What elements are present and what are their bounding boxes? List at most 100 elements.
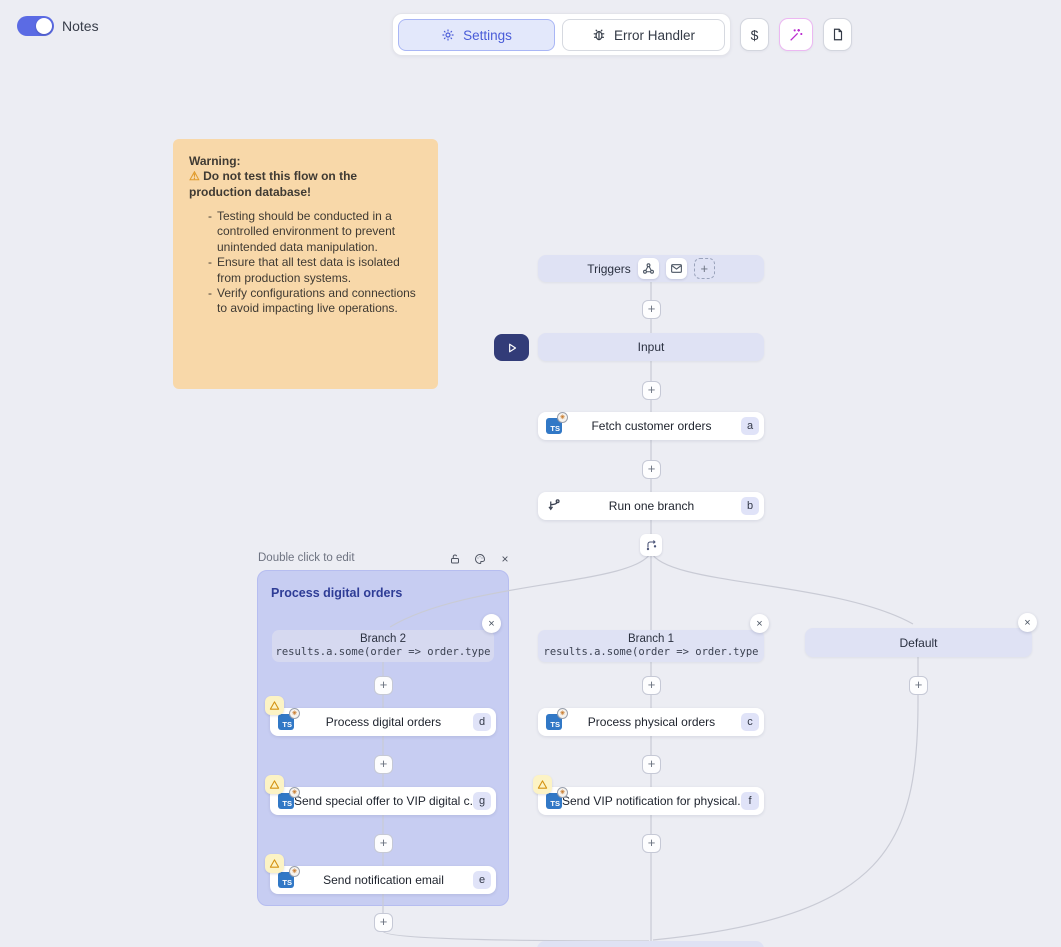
group-edit-hint: Double click to edit <box>258 552 355 564</box>
group-color-button[interactable] <box>472 551 488 567</box>
branch2-close-button[interactable]: × <box>482 614 501 633</box>
plus-icon: + <box>379 914 388 929</box>
add-step-button[interactable]: + <box>642 834 661 853</box>
group-close-button[interactable]: × <box>497 551 513 567</box>
warning-triangle-badge[interactable] <box>265 696 284 715</box>
close-icon: × <box>756 617 763 630</box>
task-label: Send VIP notification for physical... <box>562 794 741 808</box>
warning-triangle-icon <box>269 859 280 868</box>
wand-button[interactable] <box>779 18 813 51</box>
warning-sticky-note[interactable]: Warning: ⚠ Do not test this flow on the … <box>173 139 438 389</box>
plus-icon: + <box>647 677 656 692</box>
add-trigger-button[interactable]: + <box>693 258 715 279</box>
error-handler-label: Error Handler <box>613 27 696 43</box>
task-node-fetch-customer-orders[interactable]: TS ✳ Fetch customer orders a <box>538 412 764 440</box>
webhook-trigger-button[interactable] <box>637 258 659 279</box>
bullet-text: Ensure that all test data is isolated fr… <box>217 255 400 285</box>
group-process-digital-orders[interactable] <box>257 570 509 906</box>
branch1-close-button[interactable]: × <box>750 614 769 633</box>
add-step-button[interactable]: + <box>642 676 661 695</box>
bullet-text: Verify configurations and connections to… <box>217 285 416 316</box>
bullet-dash: - <box>208 285 212 300</box>
lock-icon <box>451 554 459 564</box>
task-label: Run one branch <box>608 499 695 513</box>
bullet-dash: - <box>208 255 212 270</box>
add-step-button[interactable]: + <box>374 676 393 695</box>
triggers-label: Triggers <box>587 261 631 276</box>
default-close-button[interactable]: × <box>1018 613 1037 632</box>
bug-icon <box>593 29 605 41</box>
plus-icon: + <box>700 261 709 276</box>
branch2-node[interactable]: Branch 2 results.a.some(order => order.t… <box>272 630 494 662</box>
merge-node-partial[interactable] <box>537 941 764 947</box>
warning-triangle-badge[interactable] <box>265 775 284 794</box>
settings-label: Settings <box>463 27 512 43</box>
task-label: Process physical orders <box>587 715 716 729</box>
palette-icon <box>475 553 486 565</box>
branch-split-button[interactable] <box>640 534 662 556</box>
input-node[interactable]: Input <box>538 333 764 361</box>
ts-label: TS <box>282 878 292 887</box>
task-node-send-notification-email[interactable]: TS ✳ Send notification email e <box>265 854 496 894</box>
triggers-node[interactable]: Triggers + <box>538 255 764 282</box>
warning-triangle-icon <box>269 701 280 710</box>
branch-title: Branch 1 <box>627 633 675 645</box>
document-button[interactable] <box>823 18 852 51</box>
warning-triangle-badge[interactable] <box>265 854 284 873</box>
branch1-node[interactable]: Branch 1 results.a.some(order => order.t… <box>538 630 764 662</box>
group-title: Process digital orders <box>271 586 403 600</box>
ts-runtime-badge-icon: ✳ <box>289 787 300 798</box>
webhook-icon <box>642 263 654 274</box>
default-branch-node[interactable]: Default <box>805 628 1032 657</box>
warning-triangle-icon <box>269 780 280 789</box>
add-step-button[interactable]: + <box>642 300 661 319</box>
step-letter-badge: f <box>741 792 759 810</box>
note-bullet: - Verify configurations and connections … <box>208 286 422 317</box>
task-label: Send notification email <box>323 873 444 887</box>
branch-icon <box>548 498 560 510</box>
add-step-button[interactable]: + <box>374 913 393 932</box>
task-node-send-vip-notification[interactable]: TS ✳ Send VIP notification for physical.… <box>533 775 764 815</box>
note-warning-line: Do not test this flow on the production … <box>189 169 358 199</box>
email-trigger-button[interactable] <box>665 258 687 279</box>
ts-label: TS <box>550 720 560 729</box>
plus-icon: + <box>647 382 656 397</box>
note-bullet: - Testing should be conducted in a contr… <box>208 209 422 255</box>
ts-runtime-badge-icon: ✳ <box>557 708 568 719</box>
ts-runtime-badge-icon: ✳ <box>557 412 568 423</box>
group-lock-button[interactable] <box>447 551 463 567</box>
ts-label: TS <box>550 424 560 433</box>
error-handler-button[interactable]: Error Handler <box>562 19 725 51</box>
add-step-button[interactable]: + <box>374 755 393 774</box>
step-letter-badge: e <box>473 871 491 889</box>
notes-toggle[interactable] <box>17 16 54 36</box>
close-icon: × <box>488 617 495 630</box>
dollar-button[interactable]: $ <box>740 18 769 51</box>
add-step-button[interactable]: + <box>909 676 928 695</box>
add-step-button[interactable]: + <box>642 381 661 400</box>
typescript-icon: TS ✳ <box>546 412 568 434</box>
warning-triangle-badge[interactable] <box>533 775 552 794</box>
ts-runtime-badge-icon: ✳ <box>289 866 300 877</box>
note-bullet-list: - Testing should be conducted in a contr… <box>189 209 422 317</box>
email-icon <box>670 264 682 273</box>
task-node-run-one-branch[interactable]: Run one branch b <box>538 492 764 520</box>
add-step-button[interactable]: + <box>642 755 661 774</box>
gear-icon <box>442 29 454 41</box>
add-step-button[interactable]: + <box>642 460 661 479</box>
warning-triangle-icon <box>537 780 548 789</box>
task-node-send-special-offer[interactable]: TS ✳ Send special offer to VIP digital c… <box>265 775 496 815</box>
settings-button[interactable]: Settings <box>398 19 555 51</box>
ts-label: TS <box>282 799 292 808</box>
branch-title: Default <box>899 635 938 650</box>
task-node-process-physical-orders[interactable]: TS ✳ Process physical orders c <box>538 708 764 736</box>
run-flow-button[interactable] <box>494 334 529 361</box>
ts-runtime-badge-icon: ✳ <box>557 787 568 798</box>
close-icon: × <box>501 552 509 566</box>
branch-condition-code: results.a.some(order => order.type <box>275 646 491 658</box>
add-step-button[interactable]: + <box>374 834 393 853</box>
dollar-label: $ <box>750 26 759 43</box>
task-node-process-digital-orders[interactable]: TS ✳ Process digital orders d <box>265 696 496 736</box>
